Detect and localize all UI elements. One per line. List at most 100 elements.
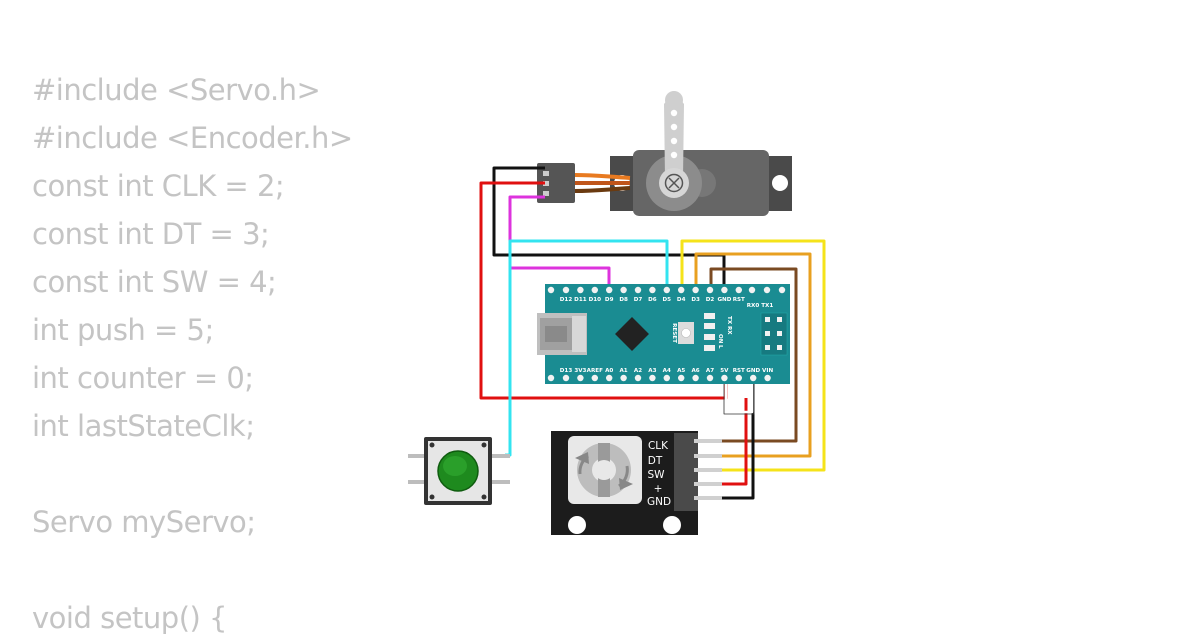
nano-pin-hole[interactable] xyxy=(620,286,627,294)
code-line: void setup() { xyxy=(32,601,227,635)
nano-pin-hole[interactable] xyxy=(735,286,742,294)
nano-pin-label: D3 xyxy=(691,297,700,303)
nano-pin-hole[interactable] xyxy=(678,374,685,382)
nano-pin-label: A3 xyxy=(648,368,656,374)
encoder-pin-label-sw: SW xyxy=(647,469,665,481)
connector-pin xyxy=(543,191,549,196)
encoder-pin-label-clk: CLK xyxy=(648,440,669,452)
svg-text:ON: ON xyxy=(717,334,723,344)
encoder-pin-label-plus: + xyxy=(654,483,663,495)
servo-horn-hole xyxy=(670,109,678,117)
nano-pin-hole[interactable] xyxy=(692,286,699,294)
nano-pin-hole[interactable] xyxy=(562,374,570,382)
nano-pin-label: D12 xyxy=(560,297,573,303)
svg-text:RX: RX xyxy=(726,326,732,335)
wire-orange-encoder-dt xyxy=(694,252,812,458)
nano-pin-label: A7 xyxy=(706,368,714,374)
nano-pin-hole[interactable] xyxy=(764,374,771,382)
rotary-encoder-module[interactable]: CLK DT SW + GND xyxy=(551,431,722,535)
servo-motor[interactable] xyxy=(610,91,792,216)
nano-pin-label: A6 xyxy=(691,368,699,374)
wire-yellow-encoder-sw xyxy=(680,239,826,472)
nano-pin-hole[interactable] xyxy=(620,374,627,382)
encoder-pin-label-gnd: GND xyxy=(647,496,671,508)
servo-horn xyxy=(664,97,684,178)
nano-pin-label: D2 xyxy=(706,297,715,303)
nano-pin-label: 3V3 xyxy=(574,368,586,374)
nano-pin-label: D6 xyxy=(648,297,657,303)
code-line: #include <Encoder.h> xyxy=(32,121,353,155)
nano-pin-hole[interactable] xyxy=(649,286,656,294)
nano-pin-hole[interactable] xyxy=(750,374,757,382)
nano-pin-label: 5V xyxy=(720,368,729,374)
code-line: #include <Servo.h> xyxy=(32,73,321,107)
nano-pin-label: D13 xyxy=(560,368,573,374)
servo-horn-hole xyxy=(670,137,678,145)
nano-bottom-pin-row xyxy=(547,374,771,382)
nano-pin-hole[interactable] xyxy=(577,374,584,382)
nano-pin-hole[interactable] xyxy=(706,374,714,382)
nano-pin-hole[interactable] xyxy=(678,286,685,294)
nano-pin-hole[interactable] xyxy=(562,286,570,294)
nano-pin-label: D4 xyxy=(677,297,686,303)
reset-label: RESET xyxy=(671,323,677,343)
nano-pin-hole[interactable] xyxy=(721,286,728,294)
nano-pin-hole[interactable] xyxy=(663,286,670,294)
servo-mount-hole-right xyxy=(772,175,788,191)
servo-cable xyxy=(573,173,631,193)
nano-pin-label: D11 xyxy=(574,297,587,303)
code-line: const int DT = 3; xyxy=(32,217,270,251)
svg-text:TX: TX xyxy=(726,316,732,325)
push-button[interactable] xyxy=(408,437,510,505)
wire-black-encoder-gnd xyxy=(722,380,755,500)
nano-pin-hole[interactable] xyxy=(721,374,728,382)
nano-pin-label: GND xyxy=(717,297,731,303)
status-leds xyxy=(704,313,715,351)
wire-brown-encoder-clk xyxy=(709,267,798,443)
nano-pin-label: D10 xyxy=(589,297,602,303)
code-listing: #include <Servo.h> #include <Encoder.h> co… xyxy=(32,66,353,642)
code-line: int counter = 0; xyxy=(32,361,254,395)
nano-pin-hole[interactable] xyxy=(649,374,656,382)
code-line: int push = 5; xyxy=(32,313,214,347)
nano-pin-hole[interactable] xyxy=(591,286,598,294)
nano-pin-label: A1 xyxy=(619,368,627,374)
rx-tx-label: RX0 TX1 xyxy=(747,303,774,309)
servo-horn-hole xyxy=(670,151,678,159)
nano-pin-label: RST xyxy=(733,297,745,303)
encoder-pin-label-dt: DT xyxy=(648,455,663,467)
icsp-header xyxy=(760,312,788,356)
nano-pin-hole[interactable] xyxy=(577,286,584,294)
nano-pin-hole[interactable] xyxy=(606,286,613,294)
code-line: Servo myServo; xyxy=(32,505,256,539)
code-line: const int SW = 4; xyxy=(32,265,277,299)
svg-text:L: L xyxy=(717,345,723,349)
servo-horn-hole xyxy=(670,123,678,131)
encoder-mount-hole xyxy=(568,516,586,534)
mcu-chip xyxy=(615,317,649,351)
nano-pin-hole[interactable] xyxy=(663,374,670,382)
nano-pin-hole[interactable] xyxy=(634,374,642,382)
nano-pin-hole[interactable] xyxy=(692,374,699,382)
nano-pin-label: D9 xyxy=(605,297,614,303)
nano-pin-label: D8 xyxy=(619,297,628,303)
wire-black-servo-gnd xyxy=(492,166,726,290)
nano-pin-hole[interactable] xyxy=(634,286,642,294)
nano-pin-hole[interactable] xyxy=(706,286,714,294)
nano-pin-hole[interactable] xyxy=(606,374,613,382)
nano-pin-hole[interactable] xyxy=(735,374,742,382)
nano-pin-label: RST xyxy=(733,368,745,374)
wire-magenta-servo-d9 xyxy=(508,195,611,290)
nano-pin-label: AREF xyxy=(587,368,603,374)
wire-red-encoder-5v xyxy=(722,398,748,486)
nano-pin-label: VIN xyxy=(762,368,773,374)
nano-top-pin-row xyxy=(547,286,786,294)
code-line: const int CLK = 2; xyxy=(32,169,285,203)
nano-pin-hole[interactable] xyxy=(591,374,598,382)
nano-pin-label: A4 xyxy=(663,368,671,374)
nano-pin-label: GND xyxy=(746,368,760,374)
nano-pin-label: D7 xyxy=(634,297,643,303)
encoder-mount-hole xyxy=(663,516,681,534)
